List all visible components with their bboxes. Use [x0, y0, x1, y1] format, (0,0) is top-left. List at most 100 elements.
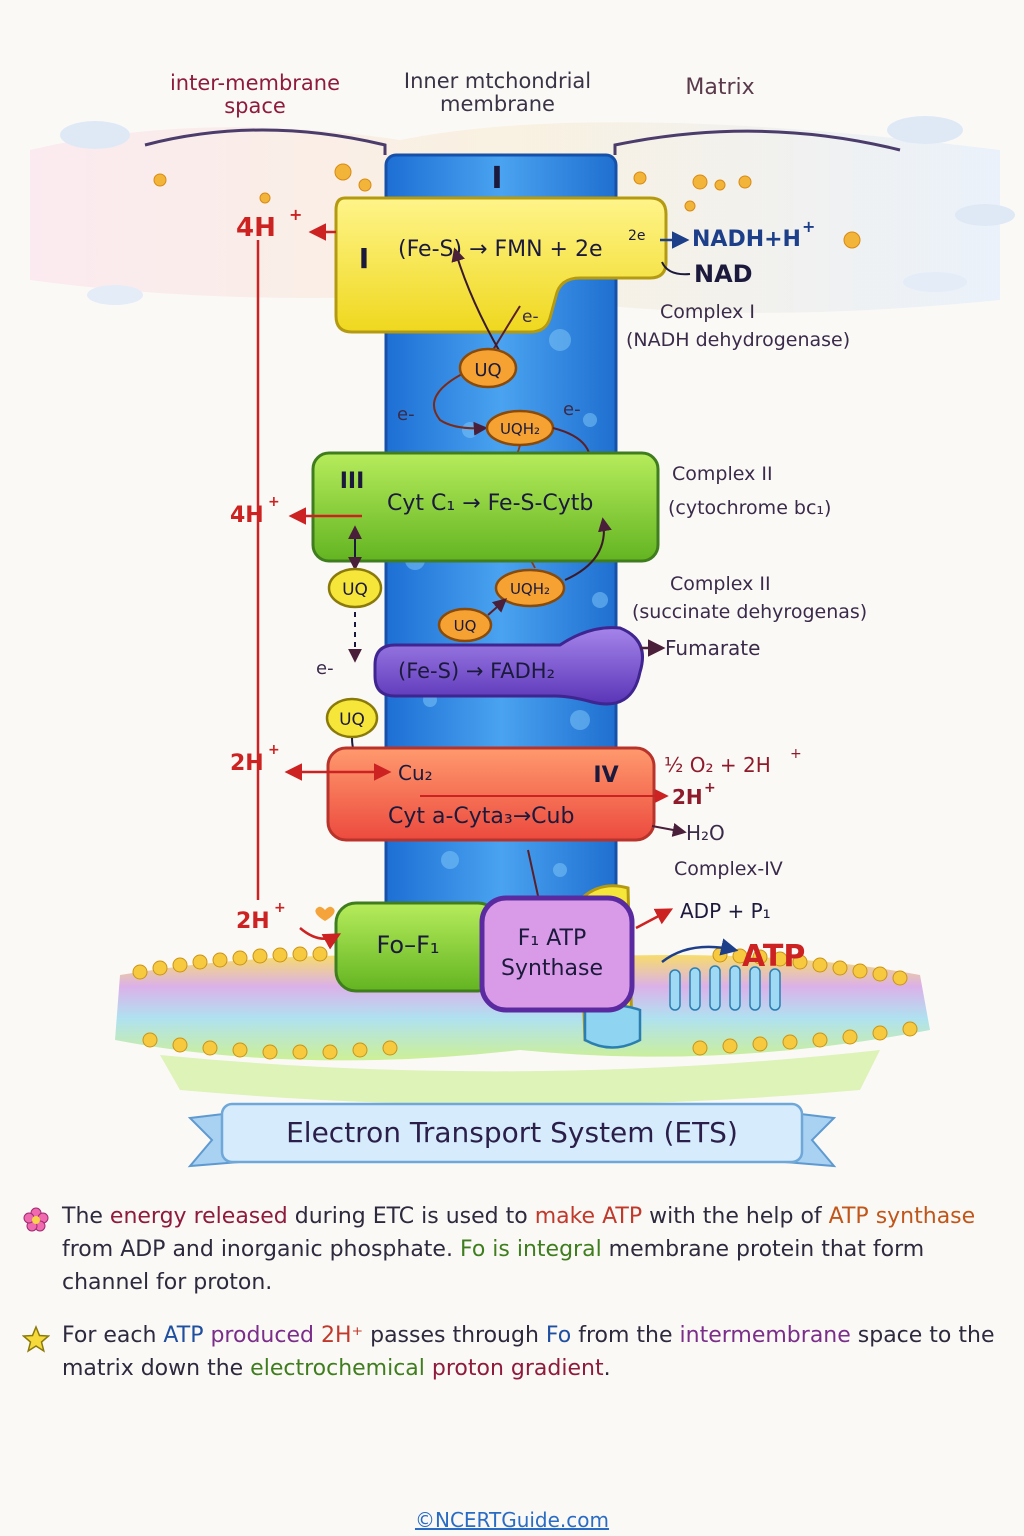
matrix-channels [669, 965, 781, 1011]
cloud [903, 272, 967, 292]
complex1-subtitle: (NADH dehydrogenase) [626, 329, 850, 351]
adp-arrow [635, 908, 674, 930]
note-segment: from the [571, 1323, 680, 1348]
cloud [887, 116, 963, 144]
heart-icon [315, 906, 335, 921]
note-segment: make ATP [534, 1204, 643, 1229]
complex3-proton-out: 4H [230, 503, 264, 528]
complex3-proton-sup: + [268, 494, 280, 510]
complex2-shape [373, 626, 644, 706]
note-segment: . [603, 1356, 611, 1381]
uq-label: UQ [339, 710, 365, 730]
f1-line2: Synthase [501, 956, 603, 981]
note-segment: intermembrane [679, 1323, 851, 1348]
note-segment: space to the matrix down the [62, 1323, 995, 1381]
star-icon [22, 1325, 50, 1353]
note-segment: with the help of [642, 1204, 829, 1229]
brace-left [144, 128, 387, 155]
electron-path-6 [564, 517, 612, 581]
synthase-proton-in: 2H [236, 909, 270, 934]
atp-arrow [661, 938, 739, 963]
cloud [60, 121, 130, 149]
uq-label: UQ [342, 580, 368, 600]
complex4-numeral: IV [593, 763, 618, 788]
nadh-sup: + [802, 217, 815, 236]
diagram-title: Electron Transport System (ETS) [286, 1116, 738, 1149]
note-segment: passes through [363, 1323, 546, 1348]
note-segment: For each [62, 1323, 164, 1348]
complex3-subtitle: (cytochrome bc₁) [668, 497, 831, 519]
nadh-label: NADH+H [692, 227, 801, 252]
brace-right [613, 129, 901, 155]
footer-link[interactable]: ©NCERTGuide.com [414, 1508, 610, 1532]
synthase-proton-arrow [299, 927, 342, 950]
complex4-out-2h-sup: + [704, 780, 716, 796]
note-segment [425, 1356, 432, 1381]
complex1-superscript: 2e [628, 228, 646, 244]
note-segment: from ADP and inorganic phosphate. [62, 1237, 460, 1262]
fumarate-label: Fumarate [665, 636, 760, 660]
complex4-line2: Cyt a-Cyta₃→Cub [388, 804, 574, 829]
complex1-numeral: I [359, 242, 369, 275]
note-segment: 2H⁺ [320, 1323, 364, 1348]
water-label: H₂O [686, 821, 725, 845]
title-ribbon [220, 1102, 804, 1164]
complex4-out-2h: 2H [672, 785, 703, 809]
uq-to-uqh2 [487, 598, 508, 616]
note-segment: proton gradient [431, 1356, 604, 1381]
oxygen-input: ½ O₂ + 2H [664, 753, 771, 777]
electron-path-2 [433, 371, 488, 436]
note-text: For each ATP produced 2H⁺ passes through… [62, 1323, 995, 1381]
uqh2-carrier [494, 568, 566, 608]
fo-f1-label: Fo–F₁ [376, 931, 439, 959]
ets-diagram: I I (Fe-S) → FMN + 2e 2e e- 4H + NADH+H … [30, 116, 1015, 1168]
nad-link [661, 261, 691, 276]
uq-label: UQ [474, 360, 501, 381]
uq-carrier [327, 567, 383, 609]
complex2-subtitle: (succinate dehyrogenas) [632, 601, 867, 623]
f1-atp-synthase [479, 895, 635, 1013]
lipid-heads [132, 946, 918, 1060]
note-segment: electrochemical [250, 1356, 425, 1381]
complex1-shape [334, 196, 668, 334]
note-proton: For each ATP produced 2H⁺ passes through… [22, 1319, 1012, 1385]
complex1-proton-out: 4H [236, 213, 276, 243]
uqh2-label: UQH₂ [510, 580, 550, 598]
electron-label: e- [316, 658, 334, 679]
matrix-wash [160, 1050, 880, 1105]
note-segment: during ETC is used to [287, 1204, 535, 1229]
complex4-shape [326, 746, 656, 842]
molecule-dots [153, 163, 861, 249]
intermembrane-space-label: inter-membrane space [169, 71, 341, 118]
oxygen-input-sup: + [790, 746, 802, 762]
note-segment: membrane protein that form channel for p… [62, 1237, 925, 1295]
adp-label: ADP + P₁ [680, 899, 771, 923]
uq-carrier [458, 347, 518, 389]
matrix-label: Matrix [685, 75, 755, 100]
complex3-numeral: III [340, 469, 365, 494]
note-segment: energy released [109, 1204, 288, 1229]
note-segment: The [62, 1204, 110, 1229]
uq-carrier [325, 697, 379, 739]
electron-label: e- [522, 307, 539, 327]
atp-label: ATP [742, 939, 805, 974]
complex4-line1: Cu₂ [398, 761, 433, 785]
inner-membrane-label: Inner mtchondrial membrane [403, 69, 592, 116]
complex1-proton-sup: + [289, 205, 302, 224]
water-arrow [651, 823, 687, 837]
complex3-shape [311, 451, 660, 563]
column-numeral: I [491, 161, 502, 196]
synthase-proton-sup: + [274, 900, 286, 916]
note-segment: Fo [545, 1323, 572, 1348]
flower-icon [23, 1207, 49, 1232]
complex4-name: Complex-IV [674, 858, 783, 880]
note-segment: produced [203, 1323, 321, 1348]
nad-label: NAD [694, 260, 753, 288]
uqh2-label: UQH₂ [500, 420, 540, 438]
electron-label: e- [563, 399, 581, 420]
electron-path-3 [451, 247, 501, 353]
complex3-reaction: Cyt C₁ → Fe-S-Cytb [387, 491, 593, 516]
complex3-name: Complex II [672, 463, 773, 485]
cloud [955, 204, 1015, 226]
cloud [87, 285, 143, 305]
